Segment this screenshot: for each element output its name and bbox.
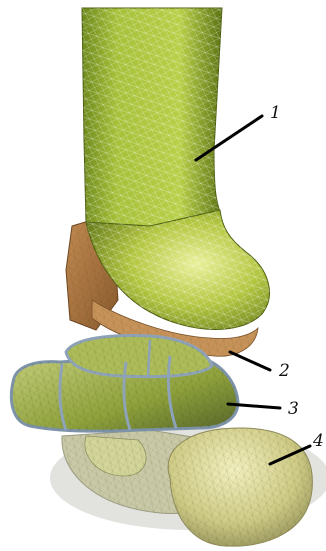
- callout-label-4: 4: [312, 431, 324, 451]
- callout-label-2: 2: [278, 361, 290, 381]
- callout-label-1: 1: [270, 103, 281, 123]
- callout-label-3: 3: [288, 399, 299, 419]
- leader-line-2: [230, 352, 270, 370]
